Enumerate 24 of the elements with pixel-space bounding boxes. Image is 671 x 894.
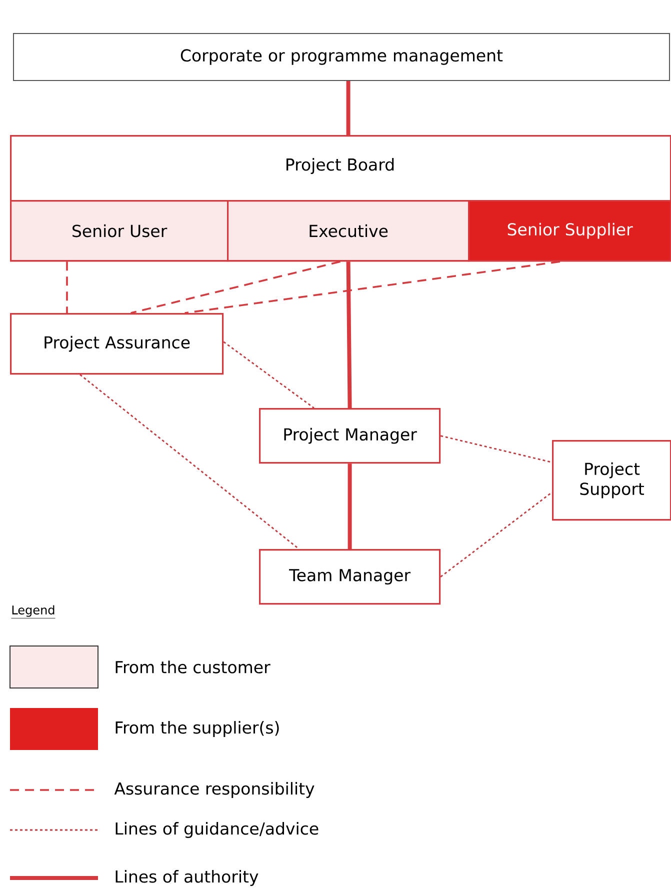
legend-text: Lines of guidance/advice xyxy=(116,822,318,838)
connector-line xyxy=(440,492,552,578)
connector-line xyxy=(66,262,68,313)
legend-text: Assurance responsibility xyxy=(114,782,314,798)
role-box: Corporate or programme management xyxy=(13,33,670,81)
connector-line xyxy=(80,374,300,550)
legend-heading: Legend xyxy=(11,605,56,618)
role-box: Executive xyxy=(227,200,470,262)
legend-text: From the customer xyxy=(116,660,270,674)
legend-text: Lines of authority xyxy=(116,870,258,886)
role-box: Project Support xyxy=(552,440,671,521)
connector-line xyxy=(440,435,552,463)
connector-line xyxy=(130,260,340,314)
role-box: Project Manager xyxy=(259,408,441,464)
connector-line xyxy=(184,260,560,314)
connector-line xyxy=(348,464,352,549)
connector-line xyxy=(346,81,350,135)
connector-line xyxy=(346,262,352,408)
role-box: Team Manager xyxy=(259,549,441,605)
role-box: Senior Supplier xyxy=(468,200,671,262)
connector-line xyxy=(223,341,314,409)
legend-text: From the supplier(s) xyxy=(116,721,279,737)
role-box: Senior User xyxy=(10,200,229,262)
role-box: Project Assurance xyxy=(10,313,224,375)
